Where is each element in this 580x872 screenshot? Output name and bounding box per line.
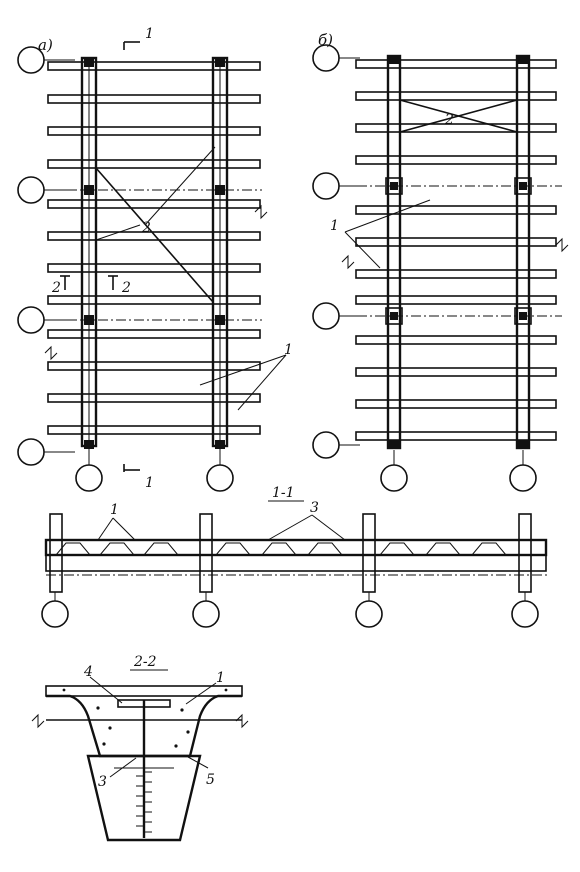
section-2-2-callout-1: 1 [216,670,225,686]
section-1-1: 1-1 1 3 [41,485,548,628]
section-1-1-callout-3: 3 [310,500,319,516]
section-2-2: 2-2 4 1 5 3 [31,654,249,842]
plan-b: б) [312,31,569,492]
section-2-2-title: 2-2 [133,654,157,670]
axis-circle [192,600,220,628]
axis-circle [17,306,45,334]
axis-circle [312,172,340,200]
section-2-2-callout-5: 5 [206,772,215,788]
plan-b-callout-1: 1 [330,218,339,234]
section-2-2-aggregate-dots [62,688,228,748]
axis-circle [75,464,103,492]
section-2-marker-right-label: 2 [121,280,131,296]
section-1-marker-top: 1 [123,26,154,50]
plan-b-label: б) [318,31,333,49]
axis-circle [17,176,45,204]
section-1-marker-bottom: 1 [123,464,154,491]
section-1-1-axis-circles [41,592,539,628]
plan-a-label: а) [38,36,53,54]
axis-circle [41,600,69,628]
plan-a-slabs [47,61,261,435]
plan-a: а) [17,26,293,492]
section-2-2-girder [86,754,202,842]
plan-b-columns [385,56,532,448]
plan-b-axis-circles [312,44,537,492]
section-2-marker-left-label: 2 [51,280,61,296]
section-1-marker-bottom-label: 1 [145,475,154,491]
plan-a-callout-1: 1 [284,342,293,358]
plan-a-callout-2: 2 [141,220,151,236]
section-2-marker: 2 2 [51,275,131,296]
axis-circle [17,438,45,466]
section-1-1-title: 1-1 [272,485,295,501]
plan-a-girders [80,56,229,448]
axis-circle [511,600,539,628]
section-1-1-slab [44,538,548,557]
section-1-marker-top-label: 1 [145,26,154,42]
section-1-1-callout-1: 1 [110,502,119,518]
axis-circle [206,464,234,492]
section-2-2-callout-3: 3 [98,774,107,790]
plan-a-bracing [95,167,214,303]
plan-b-callout-2: 2 [444,112,454,128]
axis-circle [509,464,537,492]
axis-circle [355,600,383,628]
section-2-2-topping [45,685,243,697]
plan-a-axis-circles [17,46,234,492]
section-2-2-callout-4: 4 [83,664,93,680]
plan-b-bracing [399,99,518,133]
axis-circle [380,464,408,492]
axis-circle [17,46,45,74]
plan-b-slabs [355,59,557,441]
plan-b-girders [386,54,531,450]
axis-circle [312,302,340,330]
section-1-1-girder [45,554,547,572]
plan-a-columns [84,58,225,449]
axis-circle [312,431,340,459]
